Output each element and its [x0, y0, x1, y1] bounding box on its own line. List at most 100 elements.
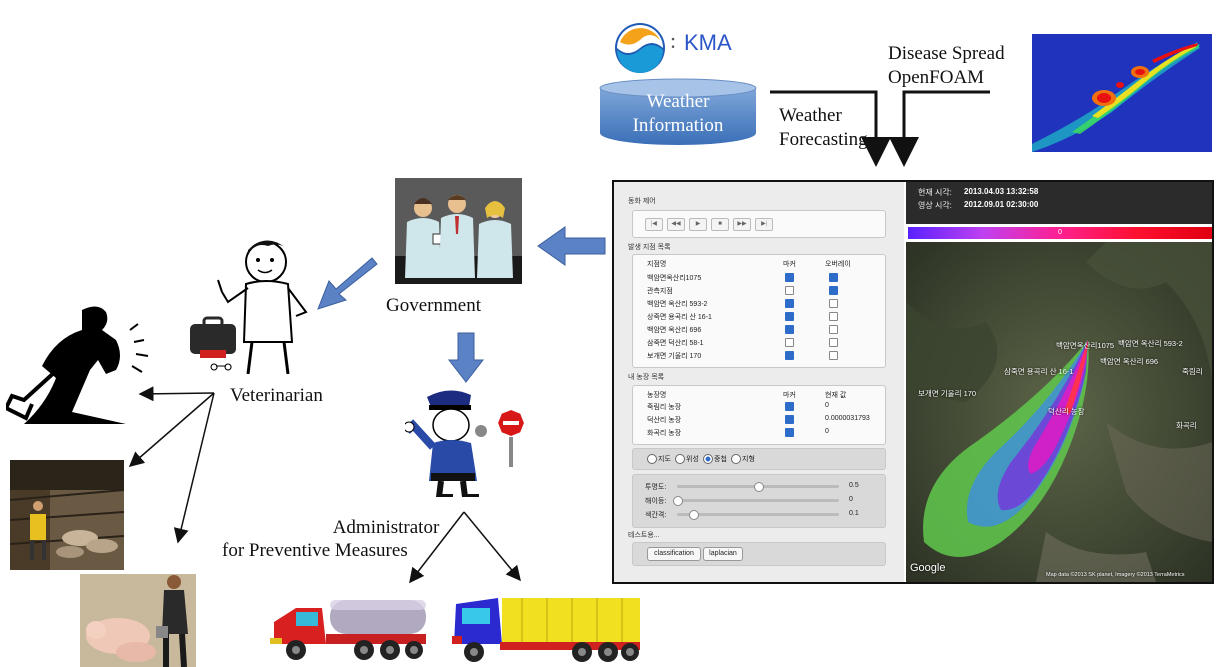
sources-box: 지점명 마커 오버레이 백암면옥산리1075 관측지점 백암면 옥산리 593-…	[632, 254, 886, 368]
laplacian-button[interactable]: laplacian	[703, 547, 743, 561]
vet-to-barn-arrow	[128, 392, 215, 467]
disease-arrow	[889, 90, 990, 167]
farm-value: 0	[825, 428, 829, 435]
administrator-police-image	[405, 390, 527, 497]
source-marker-checkbox[interactable]	[785, 273, 794, 282]
map-label-4: 보개면 기울리 170	[918, 389, 977, 398]
source-name: 백암면 옥산리 696	[647, 327, 702, 334]
map-type-radio[interactable]	[675, 454, 685, 464]
source-overlay-checkbox[interactable]	[829, 299, 838, 308]
sources-header-marker: 마커	[783, 261, 796, 268]
map-label-0: 백암면옥산리1075	[1056, 341, 1115, 350]
map-label-3: 삼죽면 용곡리 산 16-1	[1004, 367, 1074, 376]
source-name: 상죽면 용곡리 산 16-1	[647, 314, 712, 321]
source-marker-checkbox[interactable]	[785, 351, 794, 360]
slider-value: 0.1	[849, 510, 859, 517]
government-officials-image	[395, 178, 522, 284]
video-time-label: 영상 시각:	[918, 201, 952, 210]
map-label-2: 백암면 옥산리 696	[1100, 357, 1159, 366]
source-marker-checkbox[interactable]	[785, 325, 794, 334]
map-label-1: 백암면 옥산리 593-2	[1118, 339, 1183, 348]
cleaning-worker-silhouette	[6, 306, 149, 424]
play-button[interactable]: ▶	[689, 218, 707, 231]
map-type-label: 위성	[686, 456, 699, 463]
sliders-box: 투명도: 0.5 해이등: 0 색간격: 0.1	[632, 474, 886, 528]
stop-button[interactable]: ■	[711, 218, 729, 231]
farm-name: 화곡리 농장	[647, 430, 682, 437]
source-marker-checkbox[interactable]	[785, 299, 794, 308]
administrator-line1: Administrator	[332, 517, 440, 538]
source-overlay-checkbox[interactable]	[829, 325, 838, 334]
kma-separator: :	[670, 28, 677, 53]
farm-marker-checkbox[interactable]	[785, 415, 794, 424]
source-overlay-checkbox[interactable]	[829, 273, 838, 282]
vet-to-farmer-arrow	[173, 392, 215, 544]
farm-marker-checkbox[interactable]	[785, 428, 794, 437]
slider-knob[interactable]	[673, 496, 683, 506]
slider-track[interactable]	[677, 499, 839, 502]
source-name: 백암면 옥산리 593-2	[647, 301, 708, 308]
forecasting-line1: Weather	[779, 105, 842, 126]
colorbar-value: 0	[1058, 229, 1062, 236]
last-frame-button[interactable]: ▶|	[755, 218, 773, 231]
government-label: Government	[386, 295, 481, 316]
google-logo: Google	[910, 562, 946, 574]
source-overlay-checkbox[interactable]	[829, 338, 838, 347]
farms-header-name: 농장명	[647, 392, 667, 399]
map-attribution: Map data ©2013 SK planet, Imagery ©2013 …	[1046, 572, 1185, 578]
source-marker-checkbox[interactable]	[785, 286, 794, 295]
slider-label: 해이등:	[645, 498, 667, 505]
slider-knob[interactable]	[754, 482, 764, 492]
slider-label: 색간격:	[645, 512, 667, 519]
source-overlay-checkbox[interactable]	[829, 312, 838, 321]
farm-name: 죽림리 농장	[647, 404, 682, 411]
current-time-label: 현재 시각:	[918, 188, 952, 197]
tanker-truck-image	[270, 600, 426, 660]
farm-marker-checkbox[interactable]	[785, 402, 794, 411]
satellite-map[interactable]: 백암면옥산리1075 백암면 옥산리 593-2 백암면 옥산리 696 삼죽면…	[906, 242, 1212, 582]
map-type-label: 중첩	[714, 456, 727, 463]
slider-value: 0	[849, 496, 853, 503]
administrator-label: Administrator	[306, 516, 466, 540]
panel-to-government-arrow	[537, 226, 606, 266]
map-graphics	[906, 242, 1212, 582]
source-overlay-checkbox[interactable]	[829, 351, 838, 360]
farms-header-value: 현재 값	[825, 392, 847, 399]
administrator-line2: for Preventive Measures	[222, 540, 408, 561]
test-title: 테스트용...	[628, 532, 660, 539]
source-overlay-checkbox[interactable]	[829, 286, 838, 295]
disease-line1: Disease Spread	[888, 43, 1005, 64]
first-frame-button[interactable]: |◀	[645, 218, 663, 231]
classification-button[interactable]: classification	[647, 547, 701, 561]
map-type-radio[interactable]	[731, 454, 741, 464]
map-label-7: 화곡리	[1176, 421, 1197, 430]
forward-button[interactable]: ▶▶	[733, 218, 751, 231]
slider-value: 0.5	[849, 482, 859, 489]
slider-knob[interactable]	[689, 510, 700, 520]
farms-title: 내 농장 목록	[628, 374, 665, 381]
slider-label: 투명도:	[645, 484, 667, 491]
admin-to-tanker-arrow	[409, 511, 465, 584]
weather-database-icon	[599, 78, 757, 145]
color-scale-bar: 0	[908, 227, 1212, 239]
veterinarian-image	[190, 240, 308, 375]
map-label-5: 덕산리 농장	[1048, 407, 1085, 416]
rewind-button[interactable]: ◀◀	[667, 218, 685, 231]
forecasting-line2: Forecasting	[779, 129, 868, 150]
control-panel: 동화 제어 |◀ ◀◀ ▶ ■ ▶▶ ▶| 발생 지점 목록 지점명 마커 오버…	[614, 182, 904, 582]
slider-track[interactable]	[677, 513, 839, 516]
map-type-radio[interactable]	[647, 454, 657, 464]
time-bar: 현재 시각: 2013.04.03 13:32:58 영상 시각: 2012.0…	[906, 182, 1212, 224]
sources-title: 발생 지점 목록	[628, 244, 671, 251]
source-marker-checkbox[interactable]	[785, 338, 794, 347]
farms-header-marker: 마커	[783, 392, 796, 399]
map-label-6: 죽림리	[1182, 367, 1203, 376]
forecast-arrow	[770, 90, 891, 167]
current-time-value: 2013.04.03 13:32:58	[964, 187, 1039, 196]
kma-label: KMA	[684, 30, 732, 55]
government-to-vet-arrow	[317, 257, 378, 310]
weather-line1: Weather	[646, 91, 710, 112]
source-marker-checkbox[interactable]	[785, 312, 794, 321]
map-type-radio[interactable]	[703, 454, 713, 464]
